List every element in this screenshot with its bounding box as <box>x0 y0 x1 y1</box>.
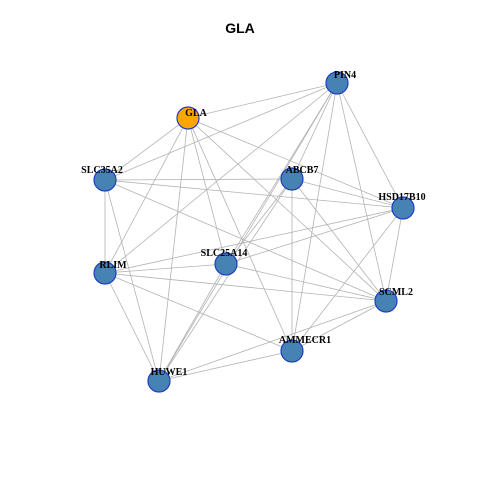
node-slc25a14[interactable]: SLC25A14 <box>201 248 248 276</box>
node-label: PIN4 <box>334 70 356 81</box>
edge-pin4-hsd17b10 <box>336 82 404 209</box>
edge-pin4-abcb7 <box>291 82 338 180</box>
edge-gla-rlim <box>104 117 189 274</box>
edge-hsd17b10-ammecr1 <box>291 207 404 352</box>
node-label: SLC35A2 <box>81 165 123 176</box>
node-ammecr1[interactable]: AMMECR1 <box>279 335 331 363</box>
node-hsd17b10[interactable]: HSD17B10 <box>378 192 426 220</box>
node-circle[interactable] <box>280 167 304 191</box>
edge-pin4-slc25a14 <box>225 82 338 265</box>
edge-slc25a14-huwe1 <box>158 263 227 382</box>
edge-pin4-ammecr1 <box>291 82 338 352</box>
edge-hsd17b10-rlim <box>104 207 404 274</box>
edge-scml2-ammecr1 <box>291 300 387 352</box>
node-slc35a2[interactable]: SLC35A2 <box>81 165 123 192</box>
node-circle[interactable] <box>280 339 304 363</box>
edge-slc35a2-abcb7 <box>104 178 293 181</box>
node-circle[interactable] <box>93 168 117 192</box>
node-label: RLIM <box>99 260 127 271</box>
edge-pin4-slc35a2 <box>104 82 338 181</box>
node-label: GLA <box>185 108 207 119</box>
node-circle[interactable] <box>147 369 171 393</box>
node-pin4[interactable]: PIN4 <box>325 70 356 95</box>
edge-hsd17b10-slc25a14 <box>225 207 404 265</box>
edge-pin4-huwe1 <box>158 82 338 382</box>
node-scml2[interactable]: SCML2 <box>374 287 413 313</box>
node-circle[interactable] <box>325 71 349 95</box>
plot-title: GLA <box>225 20 255 36</box>
edge-pin4-rlim <box>104 82 338 274</box>
edge-rlim-huwe1 <box>104 272 160 382</box>
edge-abcb7-slc25a14 <box>225 178 293 265</box>
node-circle[interactable] <box>374 289 398 313</box>
edge-abcb7-scml2 <box>291 178 387 302</box>
edge-gla-pin4 <box>187 82 338 119</box>
edge-layer <box>104 82 404 382</box>
edge-slc35a2-hsd17b10 <box>104 179 404 209</box>
edge-slc35a2-scml2 <box>104 179 387 302</box>
edge-gla-ammecr1 <box>187 117 293 352</box>
node-abcb7[interactable]: ABCB7 <box>280 165 319 191</box>
node-circle[interactable] <box>176 106 200 130</box>
edge-rlim-scml2 <box>104 272 387 302</box>
node-gla[interactable]: GLA <box>176 106 208 130</box>
edge-hsd17b10-scml2 <box>385 207 404 302</box>
edge-slc35a2-huwe1 <box>104 179 160 382</box>
edge-scml2-huwe1 <box>158 300 387 382</box>
node-circle[interactable] <box>214 252 238 276</box>
node-rlim[interactable]: RLIM <box>93 260 127 285</box>
node-label: SCML2 <box>379 287 413 298</box>
node-huwe1[interactable]: HUWE1 <box>147 367 188 393</box>
edge-pin4-scml2 <box>336 82 387 302</box>
edge-gla-hsd17b10 <box>187 117 404 209</box>
node-label: AMMECR1 <box>279 335 331 346</box>
edge-abcb7-huwe1 <box>158 178 293 382</box>
node-circle[interactable] <box>391 196 415 220</box>
node-label: SLC25A14 <box>201 248 248 259</box>
edge-rlim-ammecr1 <box>104 272 293 352</box>
node-label: HUWE1 <box>151 367 188 378</box>
node-circle[interactable] <box>93 261 117 285</box>
node-label: HSD17B10 <box>378 192 425 203</box>
edge-slc25a14-rlim <box>104 263 227 274</box>
edge-abcb7-hsd17b10 <box>291 178 404 209</box>
edge-gla-scml2 <box>187 117 387 302</box>
edge-ammecr1-huwe1 <box>158 350 293 382</box>
node-label: ABCB7 <box>286 165 319 176</box>
edge-gla-huwe1 <box>158 117 189 382</box>
edge-gla-slc35a2 <box>104 117 189 181</box>
edge-slc25a14-scml2 <box>225 263 387 302</box>
